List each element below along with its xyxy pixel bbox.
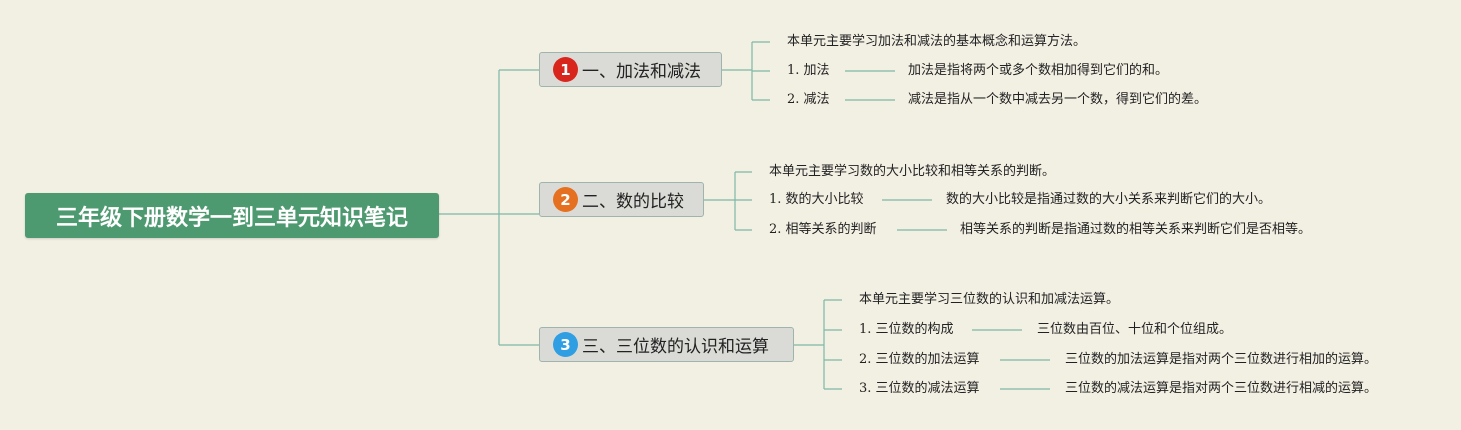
branch-title: 一、加法和减法 (582, 62, 701, 82)
branch-title: 三、三位数的认识和运算 (582, 337, 769, 357)
branch-2-item-1-label[interactable]: 1. 数的大小比较 (769, 192, 864, 207)
connector-branch-1-items (845, 70, 895, 101)
branch-1-intro[interactable]: 本单元主要学习加法和减法的基本概念和运算方法。 (787, 34, 1087, 49)
connector-branch-2-items (882, 199, 947, 231)
branch-node-3[interactable]: 3 三、三位数的认识和运算 (539, 327, 794, 362)
root-node[interactable]: 三年级下册数学一到三单元知识笔记 (25, 193, 439, 238)
branch-node-1[interactable]: 1 一、加法和减法 (539, 52, 722, 87)
branch-3-item-1-label[interactable]: 1. 三位数的构成 (859, 322, 954, 337)
branch-title: 二、数的比较 (582, 192, 684, 212)
branch-3-item-3-label[interactable]: 3. 三位数的减法运算 (859, 381, 980, 396)
branch-1-item-1-label[interactable]: 1. 加法 (787, 63, 830, 78)
connector-branch-2-children (704, 171, 752, 231)
branch-node-2[interactable]: 2 二、数的比较 (539, 182, 704, 217)
connector-branch-3-children (794, 299, 842, 390)
branch-3-item-2-label[interactable]: 2. 三位数的加法运算 (859, 352, 980, 367)
branch-2-intro[interactable]: 本单元主要学习数的大小比较和相等关系的判断。 (769, 164, 1056, 179)
connector-branch-3-items (972, 329, 1050, 390)
branch-1-item-1-desc[interactable]: 加法是指将两个或多个数相加得到它们的和。 (908, 63, 1169, 78)
number-badge-icon: 2 (553, 187, 578, 212)
branch-3-intro[interactable]: 本单元主要学习三位数的认识和加减法运算。 (859, 292, 1120, 307)
connector-branch-1-children (722, 41, 770, 101)
branch-3-item-1-desc[interactable]: 三位数由百位、十位和个位组成。 (1037, 322, 1233, 337)
branch-2-item-2-desc[interactable]: 相等关系的判断是指通过数的相等关系来判断它们是否相等。 (960, 222, 1312, 237)
branch-3-item-2-desc[interactable]: 三位数的加法运算是指对两个三位数进行相加的运算。 (1065, 352, 1378, 367)
number-badge-icon: 1 (553, 57, 578, 82)
branch-1-item-2-label[interactable]: 2. 减法 (787, 92, 830, 107)
branch-2-item-1-desc[interactable]: 数的大小比较是指通过数的大小关系来判断它们的大小。 (946, 192, 1272, 207)
branch-3-item-3-desc[interactable]: 三位数的减法运算是指对两个三位数进行相减的运算。 (1065, 381, 1378, 396)
number-badge-icon: 3 (553, 332, 578, 357)
branch-1-item-2-desc[interactable]: 减法是指从一个数中减去另一个数，得到它们的差。 (908, 92, 1208, 107)
branch-2-item-2-label[interactable]: 2. 相等关系的判断 (769, 222, 877, 237)
